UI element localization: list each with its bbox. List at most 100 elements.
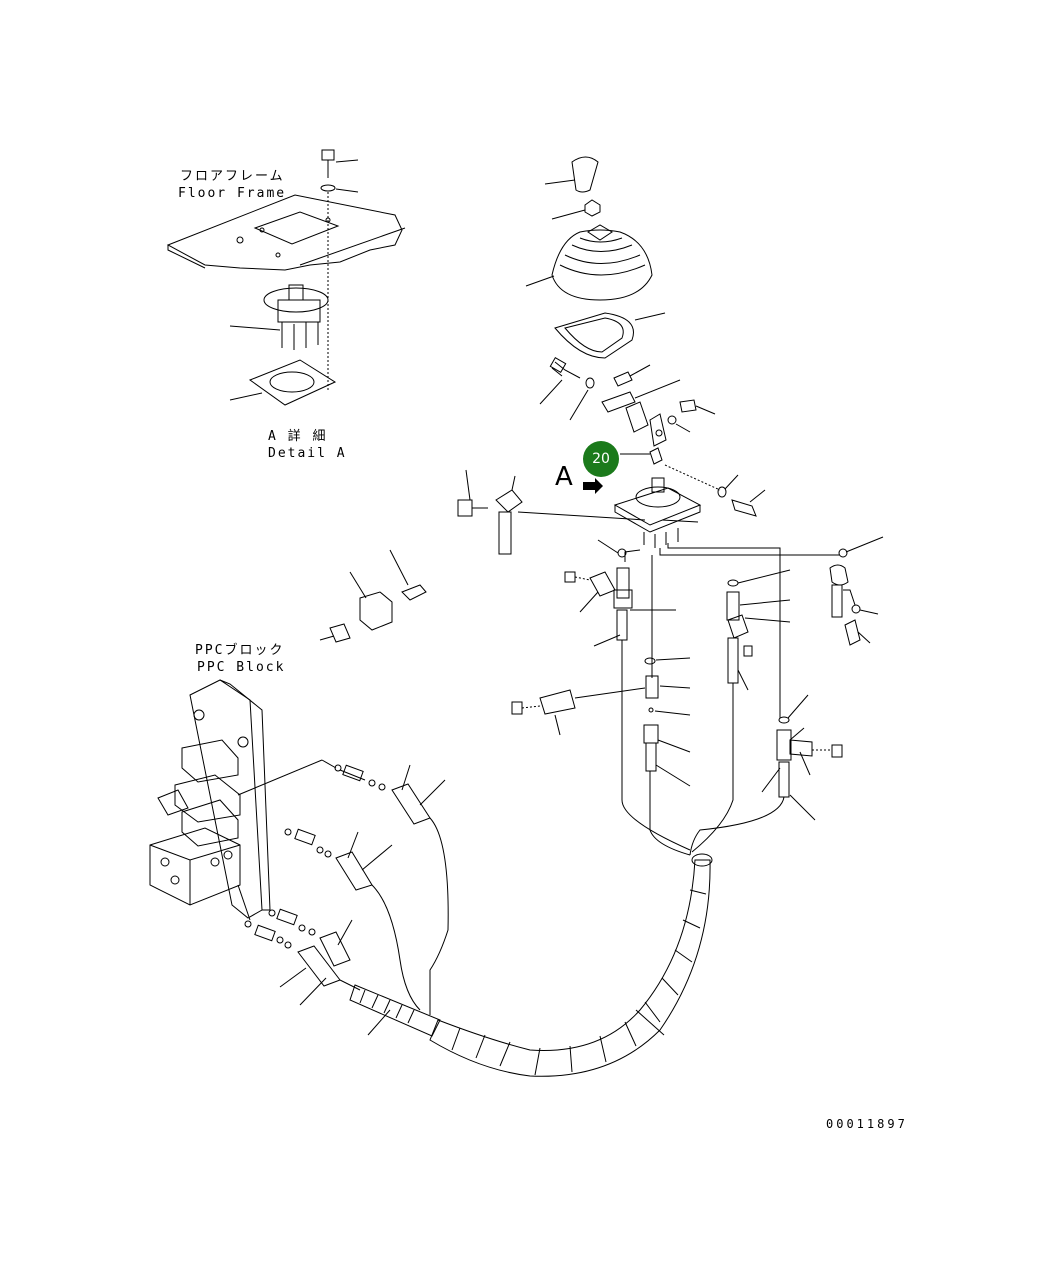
washer [586, 378, 594, 388]
elbow [790, 740, 812, 756]
bolt [732, 500, 756, 516]
boot-top [588, 225, 612, 240]
clevis [650, 414, 666, 446]
hose-line [650, 771, 690, 855]
hose-line [622, 640, 690, 850]
connector [330, 624, 350, 642]
o-ring [299, 925, 305, 931]
floor-frame-plate [168, 195, 402, 270]
leader [280, 968, 306, 987]
elbow [590, 572, 615, 596]
leader [238, 885, 250, 920]
leader [655, 711, 690, 715]
o-ring [269, 910, 275, 916]
hose-line [430, 818, 448, 1015]
leader [790, 795, 815, 820]
fitting [343, 765, 363, 781]
fitting [295, 829, 315, 845]
leader [512, 476, 515, 490]
leader [635, 380, 680, 398]
leader [790, 728, 804, 740]
valve-plug [512, 702, 522, 714]
leader [858, 632, 870, 643]
ppc-block-label-jp: PPCブロック [195, 643, 285, 658]
leader [636, 1010, 664, 1035]
leader [238, 760, 322, 795]
valve-block [175, 775, 240, 822]
bolt-head [322, 150, 334, 160]
gasket-plate [250, 360, 335, 405]
leader [843, 590, 855, 605]
solenoid [182, 800, 238, 846]
washer [321, 185, 335, 191]
floor-frame-label-en: Floor Frame [178, 186, 287, 201]
mounting-plate [190, 680, 262, 918]
hose-line [692, 683, 733, 852]
plug [565, 572, 575, 582]
leader [336, 189, 358, 192]
frame-hole [237, 237, 243, 243]
hose-group [512, 537, 883, 855]
o-ring [317, 847, 323, 853]
boot-rings [560, 238, 645, 275]
o-ring [309, 929, 315, 935]
ppc-valve-ports [644, 528, 678, 548]
ppc-valve-dome [636, 487, 680, 507]
ppc-valve-stem [652, 478, 664, 492]
leader [635, 313, 665, 320]
elbow [728, 615, 748, 638]
ppc-valve-base-side [615, 505, 700, 532]
hose-section [779, 762, 789, 797]
floor-frame-label-jp: フロアフレーム [180, 169, 285, 184]
floor-frame-cutout [255, 212, 338, 244]
ppc-block-label-en: PPC Block [197, 660, 286, 675]
washer [718, 487, 726, 497]
leader [466, 470, 470, 500]
leader [300, 978, 326, 1005]
fitting [255, 925, 275, 941]
lever-bracket-2 [626, 402, 648, 432]
leader [676, 424, 690, 432]
leader [336, 160, 358, 162]
part-callout-badge[interactable]: 20 [583, 441, 619, 477]
hose-line [660, 548, 840, 555]
lever-knob [572, 157, 598, 192]
leader [580, 592, 598, 612]
leader [738, 670, 748, 690]
leader [750, 490, 765, 502]
fitting [727, 592, 739, 620]
bolt [552, 362, 580, 378]
leader [725, 475, 738, 489]
hose-section [499, 512, 511, 554]
leader [552, 210, 585, 219]
hose-fitting [392, 784, 430, 824]
hose-section [832, 585, 842, 617]
detail-a-label-jp: A 詳 細 [268, 429, 328, 444]
gasket-hole [270, 372, 314, 392]
leader [800, 752, 810, 775]
leader [598, 540, 618, 553]
nut [585, 200, 600, 216]
o-ring [335, 765, 341, 771]
floor-frame-edge [168, 245, 205, 268]
port [211, 858, 219, 866]
hose-line [668, 543, 780, 718]
hose-section [646, 743, 656, 771]
leader [420, 780, 445, 805]
frame-hole [260, 228, 264, 232]
o-ring [852, 605, 860, 613]
document-number: 00011897 [826, 1117, 908, 1131]
detail-a-group [168, 150, 405, 405]
hose-line [575, 688, 645, 698]
ppc-block-group [150, 680, 445, 1005]
plug-pin [402, 585, 426, 600]
leader [762, 768, 780, 792]
boot-frame-ring [555, 313, 633, 358]
rubber-boot [552, 230, 652, 300]
wrap-end [692, 854, 712, 866]
leader [230, 326, 280, 330]
elbow-fitting [496, 490, 522, 512]
manifold-edge [150, 845, 240, 905]
hose-line [340, 980, 360, 990]
